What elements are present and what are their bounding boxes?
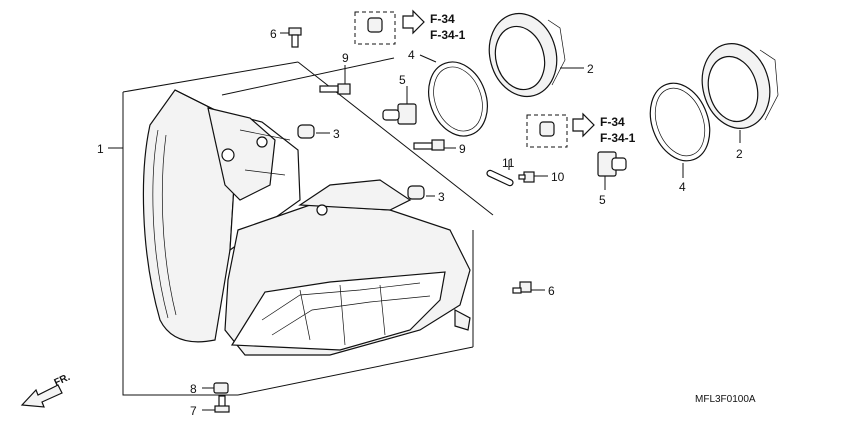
callout-1-group: 1 xyxy=(97,142,123,156)
headlight-lens xyxy=(224,179,471,356)
bulb-5-right: 5 xyxy=(597,151,627,207)
callout-10: 10 xyxy=(551,170,565,184)
screw-6-top: 6 xyxy=(270,27,302,48)
bolt-9-lower: 9 xyxy=(413,139,466,156)
grommet-3-upper: 3 xyxy=(297,124,340,141)
front-direction-marker: FR. xyxy=(20,372,72,408)
callout-9-upper: 9 xyxy=(342,51,349,65)
screw-10: 10 xyxy=(518,170,565,184)
dust-cover-2-right: 2 xyxy=(701,42,779,161)
callout-11: 11 xyxy=(502,156,515,170)
headlight-housing xyxy=(142,89,301,343)
bulb-5-upper: 5 xyxy=(382,73,417,125)
grommet-3-lower: 3 xyxy=(407,185,445,204)
screw-6-right: 6 xyxy=(512,281,555,298)
callout-6-right: 6 xyxy=(548,284,555,298)
front-arrow-icon xyxy=(20,384,63,408)
callout-7: 7 xyxy=(190,404,197,418)
callout-4-right: 4 xyxy=(679,180,686,194)
front-label: FR. xyxy=(53,372,72,389)
arrow-right-icon xyxy=(402,9,425,35)
callout-8: 8 xyxy=(190,382,197,396)
nut-8: 8 xyxy=(190,382,229,396)
callout-9-lower: 9 xyxy=(459,142,466,156)
callout-2-right: 2 xyxy=(736,147,743,161)
reference-middle-code-1: F-34 xyxy=(600,115,625,129)
screw-7: 7 xyxy=(190,395,230,418)
callout-3-upper: 3 xyxy=(333,127,340,141)
dust-cover-2-middle: 2 xyxy=(488,12,594,98)
callout-2-middle: 2 xyxy=(587,62,594,76)
callout-5-upper: 5 xyxy=(399,73,406,87)
callout-5-right: 5 xyxy=(599,193,606,207)
reference-block-middle: F-34 F-34-1 xyxy=(526,112,636,148)
o-ring-4-middle: 4 xyxy=(408,48,488,137)
o-ring-4-right: 4 xyxy=(649,82,711,194)
reference-top-code-2: F-34-1 xyxy=(430,28,466,42)
reference-block-top: F-34 F-34-1 xyxy=(354,9,466,45)
callout-3-lower: 3 xyxy=(438,190,445,204)
clip-11: 11 xyxy=(486,156,515,187)
reference-middle-code-2: F-34-1 xyxy=(600,131,636,145)
bolt-9-upper: 9 xyxy=(319,51,351,95)
arrow-right-icon xyxy=(572,112,595,138)
callout-4-middle: 4 xyxy=(408,48,415,62)
diagram-code: MFL3F0100A xyxy=(695,394,756,405)
callout-6-top: 6 xyxy=(270,27,277,41)
reference-top-code-1: F-34 xyxy=(430,12,455,26)
callout-1: 1 xyxy=(97,142,104,156)
